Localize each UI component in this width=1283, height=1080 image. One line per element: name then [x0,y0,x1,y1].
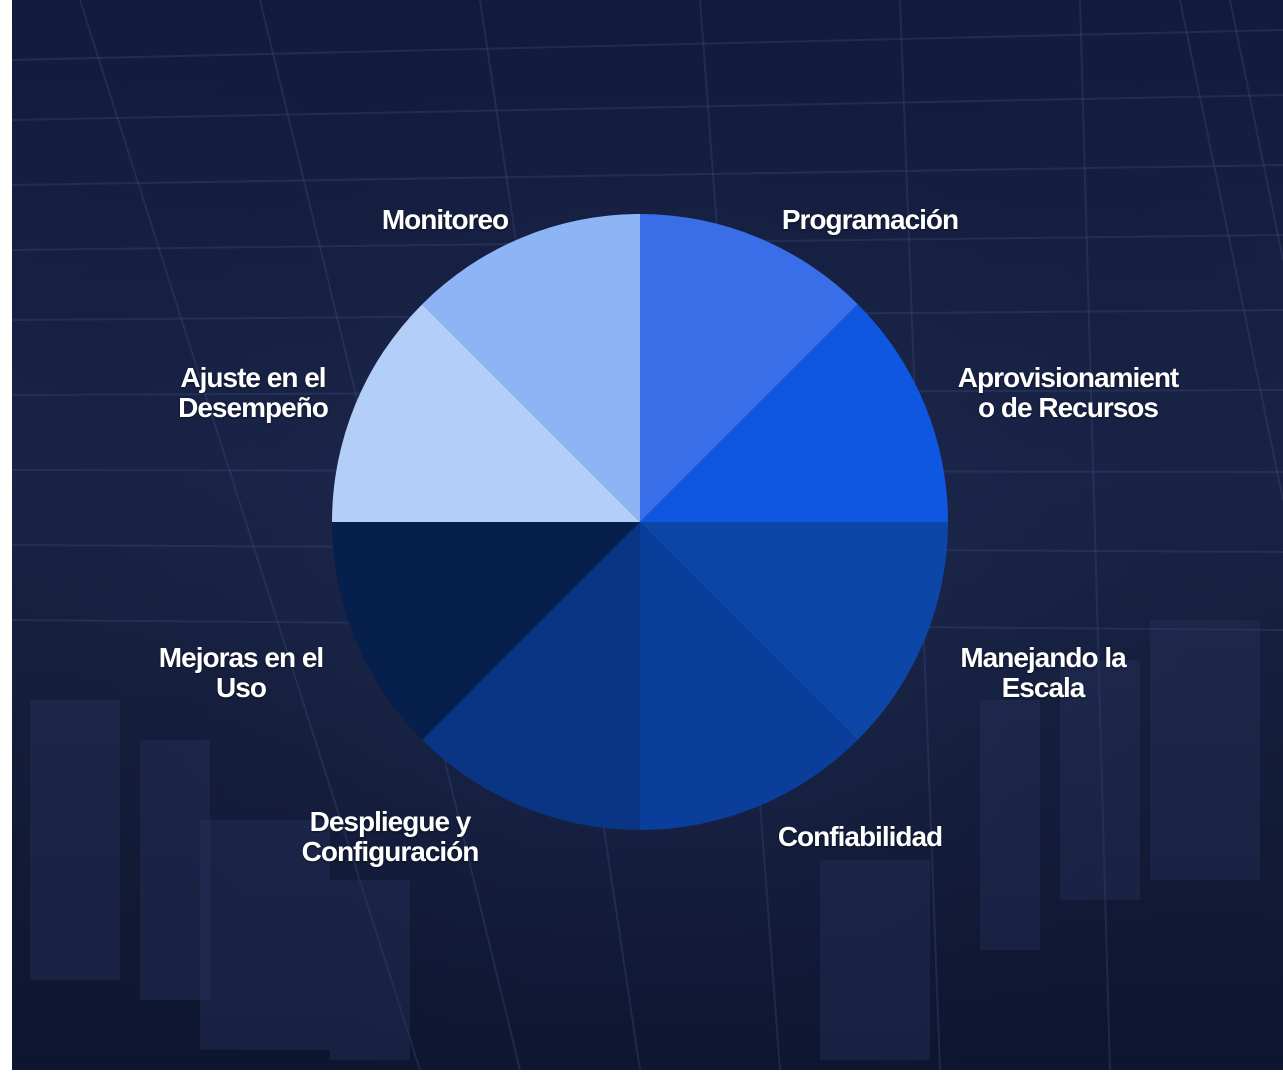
truss-line [79,0,421,1071]
server-rack [30,700,120,980]
server-rack [820,860,930,1060]
server-rack [140,740,210,1000]
server-rack [980,700,1040,950]
pie-slice [422,522,640,830]
slice-label-line: Monitoreo [381,204,509,235]
slice-label-line: Desempeño [178,392,329,423]
slice-label-line: Manejando la [960,642,1126,673]
slice-label-line: Aprovisionamient [957,362,1179,393]
slice-label-line: Programación [781,204,959,235]
truss-line [1079,0,1111,1071]
pie-slice [640,522,858,830]
slice-label-line: Escala [1001,672,1086,703]
slice-label-line: Confiabilidad [777,821,943,852]
slice-label-line: Configuración [301,836,480,867]
slice-label-line: Mejoras en el [158,642,324,673]
slice-label-line: o de Recursos [978,392,1159,423]
truss-line [11,29,1283,61]
truss-line [1179,0,1283,501]
pie-slice [332,304,640,522]
slice-label-line: Despliegue y [309,806,472,837]
pie-slice [422,214,640,522]
slice-label: Programación [781,204,959,235]
server-rack [200,820,330,1050]
slice-label-line: Uso [216,672,267,703]
slice-label: Confiabilidad [777,821,943,852]
slice-label-line: Ajuste en el [180,362,326,393]
server-rack [1150,620,1260,880]
pie-slice [332,522,640,740]
truss-line [1229,0,1283,261]
pie-slice [640,214,858,522]
truss-line [11,94,1283,121]
server-rack [1060,660,1140,900]
pie-slice [640,522,949,740]
server-rack-rows [30,620,1260,1060]
server-rack [330,880,410,1060]
truss-line [11,164,1283,186]
pie-slice [640,304,948,522]
slice-label: Monitoreo [381,204,509,235]
